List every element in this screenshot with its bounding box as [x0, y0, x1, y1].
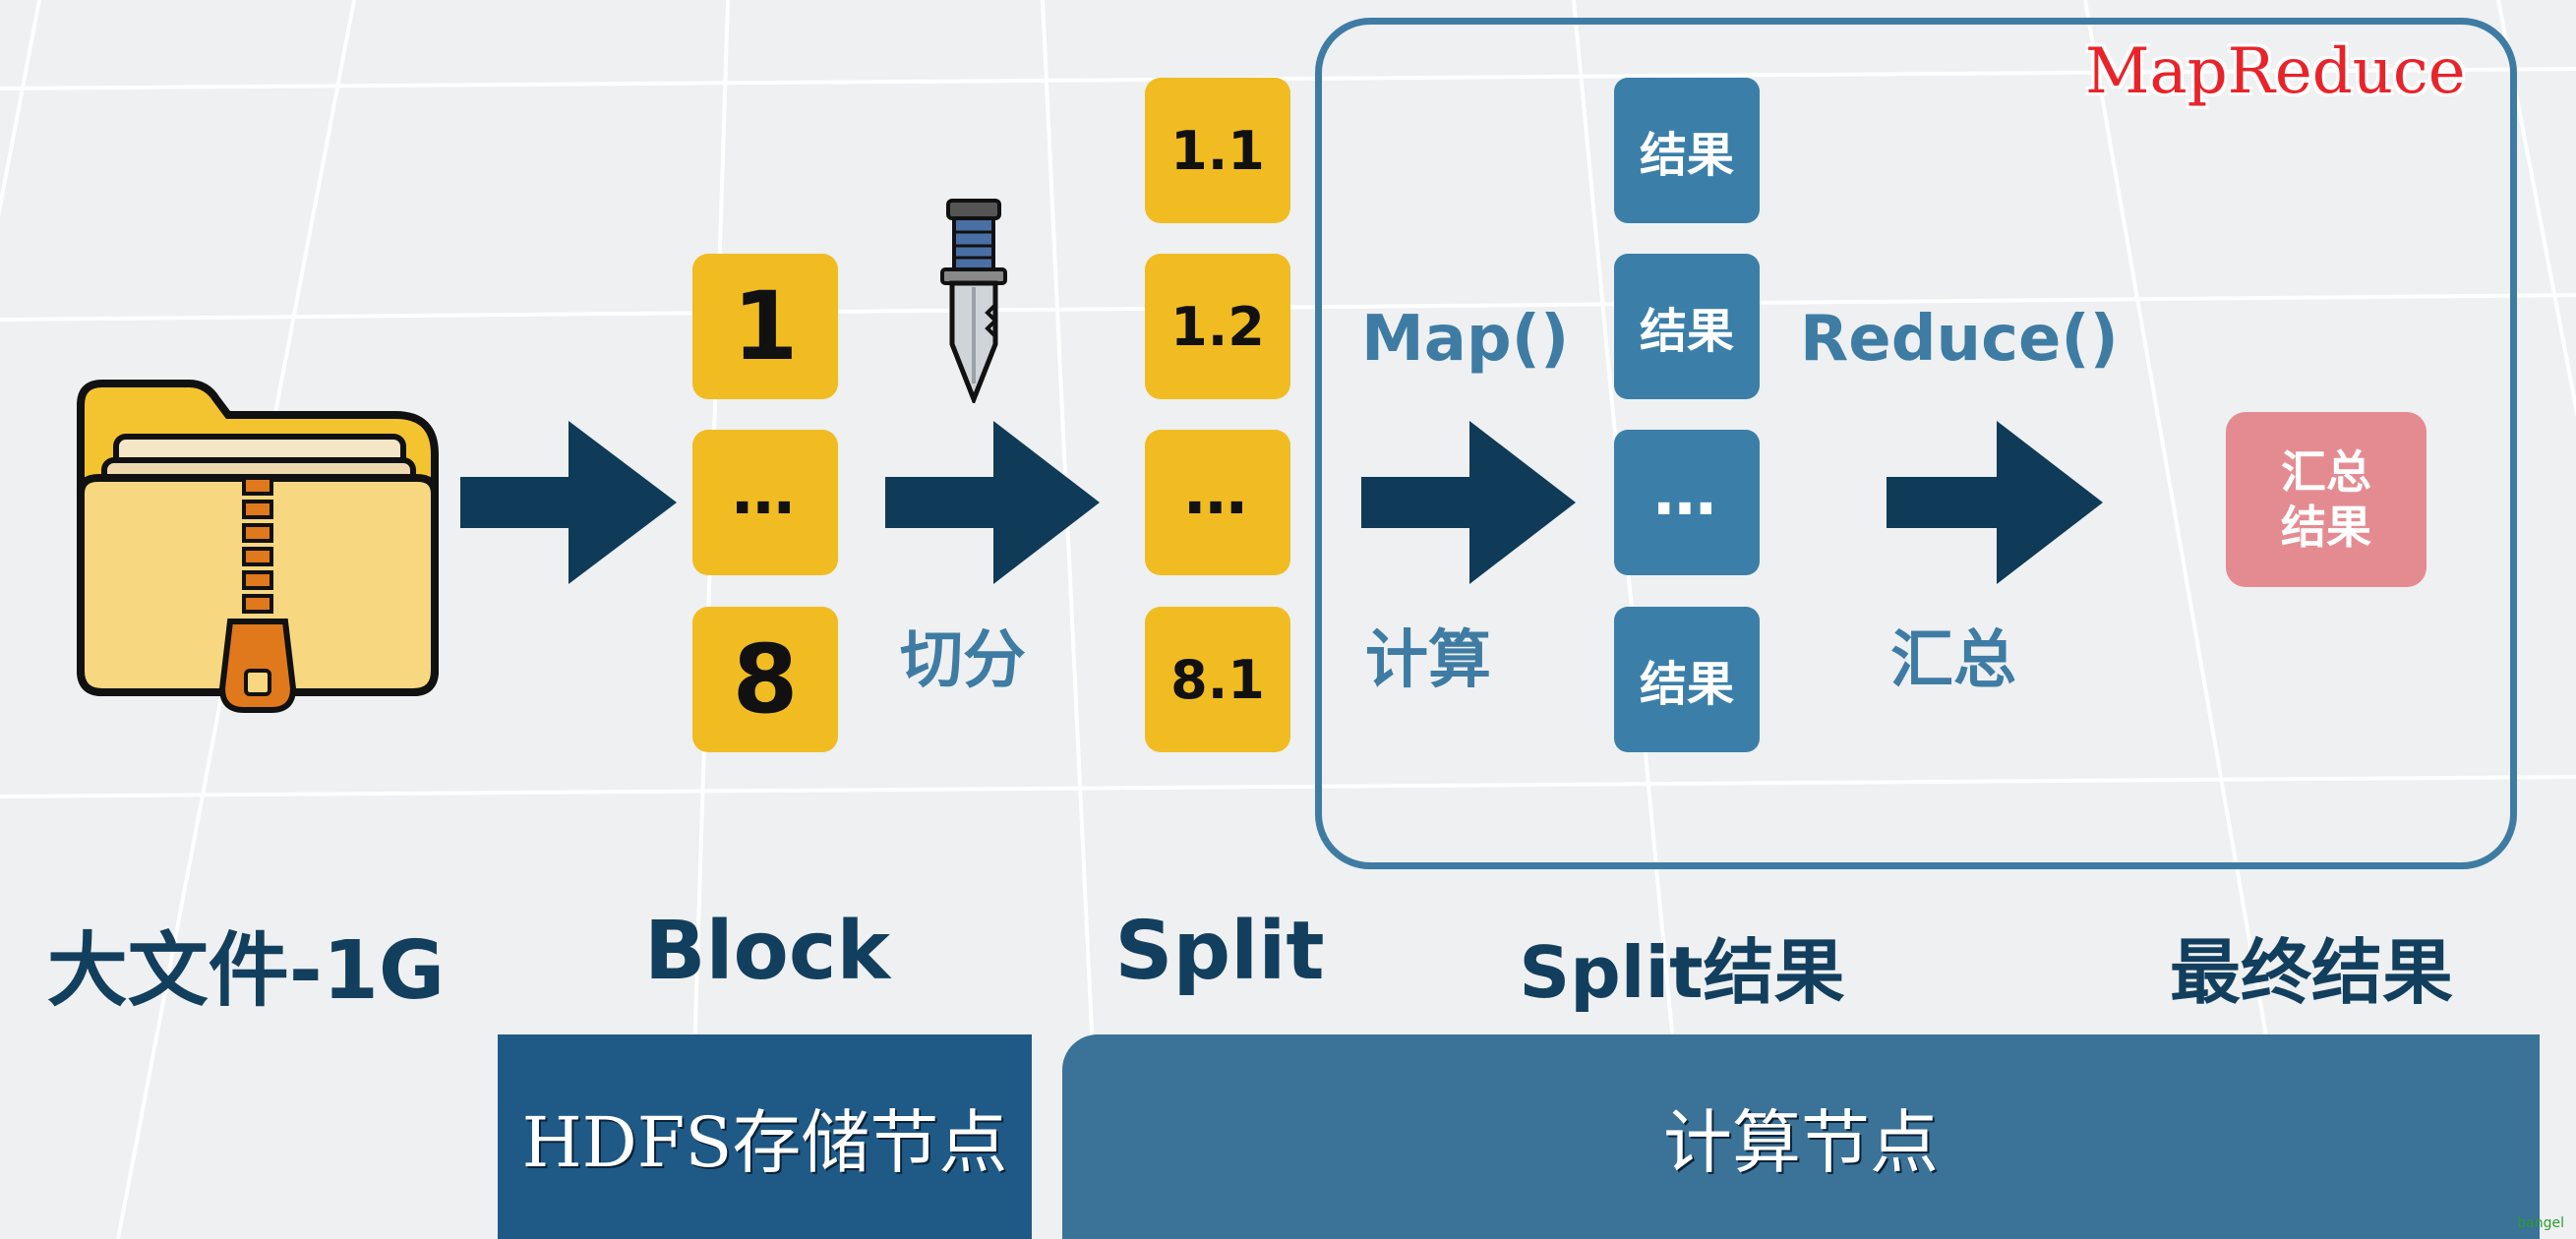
result-box: 结果: [1614, 607, 1760, 752]
reduce-function-label: Reduce(): [1800, 303, 2119, 376]
mapreduce-frame: [1315, 18, 2517, 869]
map-function-label: Map(): [1361, 303, 1570, 376]
final-result-box: 汇总 结果: [2226, 412, 2426, 587]
knife-icon: [940, 199, 1007, 403]
arrow-block-to-split: [885, 421, 1100, 584]
split-box-8-1: 8.1: [1145, 607, 1290, 752]
cut-label: 切分: [900, 624, 1026, 697]
block-box-first: 1: [692, 254, 838, 399]
hdfs-storage-node-bar: HDFS存储节点: [498, 1034, 1032, 1239]
mapreduce-title: MapReduce: [2085, 35, 2466, 108]
stage-block-label: Block: [643, 905, 891, 998]
stage-split-label: Split: [1114, 905, 1325, 998]
stage-split-result-label: Split结果: [1519, 931, 1845, 1014]
compute-label: 计算: [1365, 624, 1491, 697]
result-box: 结果: [1614, 78, 1760, 223]
arrow-file-to-block: [460, 421, 677, 584]
zip-folder-icon: [77, 380, 439, 713]
block-box-last: 8: [692, 607, 838, 752]
result-box: 结果: [1614, 254, 1760, 399]
block-box-ellipsis: …: [692, 430, 838, 575]
split-box-1-1: 1.1: [1145, 78, 1290, 223]
compute-node-bar: 计算节点: [1062, 1034, 2540, 1239]
arrow-result-to-final: [1887, 421, 2103, 584]
corner-watermark: bangel: [2517, 1215, 2564, 1231]
arrow-split-to-result: [1361, 421, 1576, 584]
aggregate-label: 汇总: [1890, 624, 2016, 697]
split-box-1-2: 1.2: [1145, 254, 1290, 399]
split-box-ellipsis: …: [1145, 430, 1290, 575]
stage-final-result-label: 最终结果: [2169, 931, 2453, 1014]
result-box-ellipsis: …: [1614, 430, 1760, 575]
stage-file-label: 大文件-1G: [46, 924, 446, 1018]
